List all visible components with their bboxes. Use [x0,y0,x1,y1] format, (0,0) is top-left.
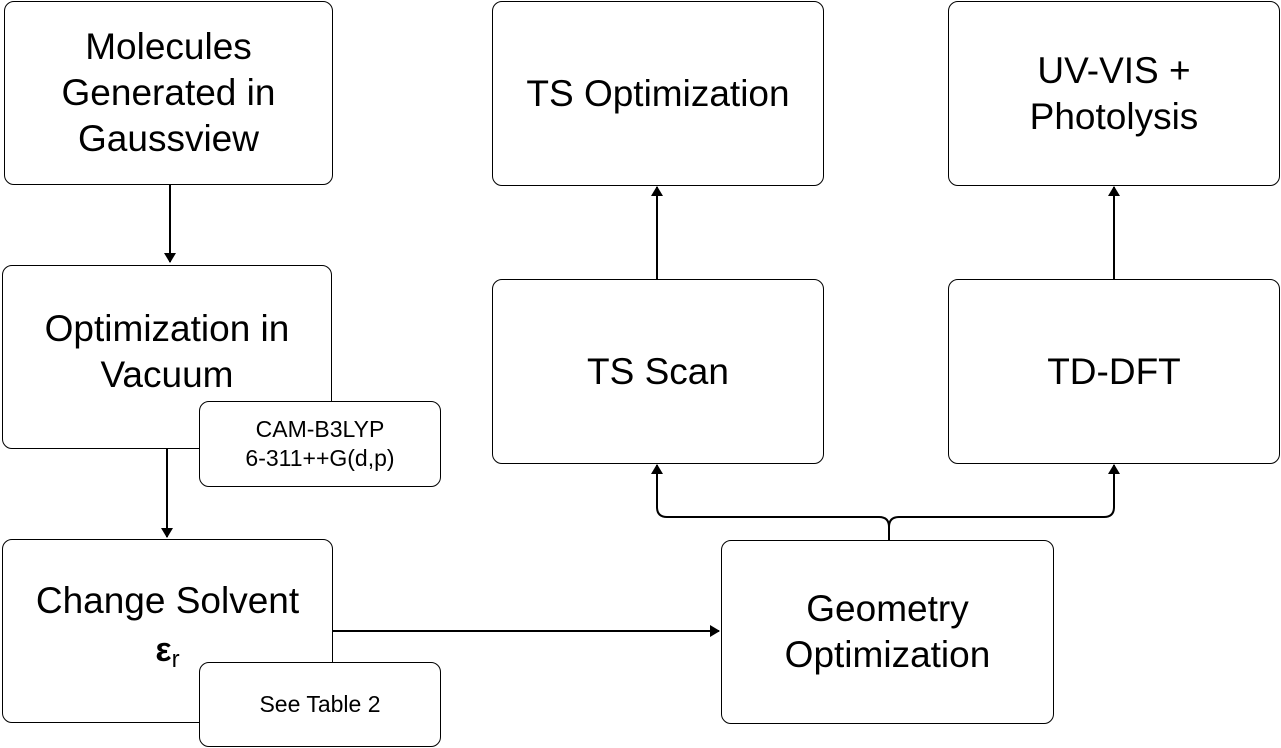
node-label-line: Optimization [784,634,991,675]
node-label-line: Molecules [85,26,252,67]
epsilon-symbol: ε [155,631,172,669]
node-td-dft: TD-DFT [948,279,1280,464]
node-label-line: Change Solvent [35,580,300,621]
note-see-table: See Table 2 [199,662,441,747]
node-label-line: TS Scan [587,350,729,392]
node-ts-optimization: TS Optimization [492,1,824,186]
node-label-line: Geometry [806,588,969,629]
epsilon-subscript: r [171,646,180,673]
node-ts-scan: TS Scan [492,279,824,464]
dielectric-symbol: εr [155,626,179,683]
node-label-line: UV-VIS + [1037,49,1191,91]
node-label-line: Photolysis [1029,95,1199,137]
node-molecules-generated: Molecules Generated in Gaussview [4,1,333,185]
node-label-line: TD-DFT [1047,350,1181,392]
arrow-geometry-to-td-dft [888,464,1120,528]
note-line: See Table 2 [259,691,381,717]
node-label-line: TS Optimization [526,72,790,114]
node-label-line: Optimization in [44,308,290,349]
node-uv-vis-photolysis: UV-VIS + Photolysis [948,1,1280,186]
note-line: CAM-B3LYP [255,416,385,442]
arrow-geometry-to-ts-scan [651,464,890,540]
node-label-line: Gaussview [78,118,259,159]
node-label-line: Vacuum [100,354,234,395]
note-line: 6-311++G(d,p) [245,445,395,471]
node-geometry-optimization: Geometry Optimization [721,540,1054,724]
node-label-line: Generated in [61,72,276,113]
note-method-basis-set: CAM-B3LYP 6-311++G(d,p) [199,401,441,487]
